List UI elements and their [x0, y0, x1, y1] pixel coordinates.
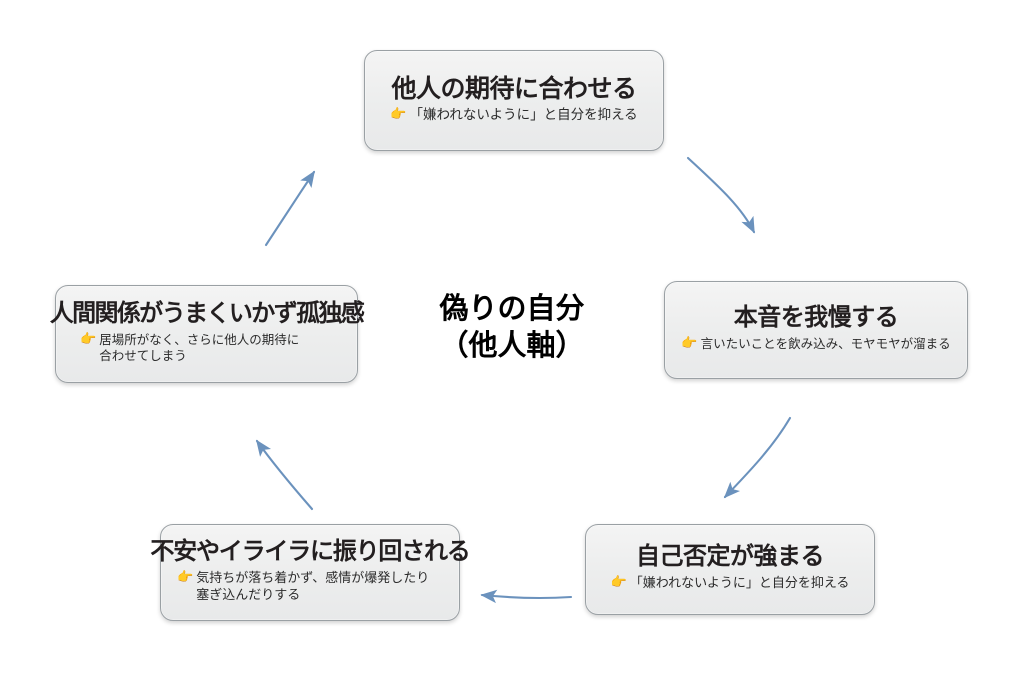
pointing-hand-icon: 👉: [610, 575, 627, 591]
pointing-hand-icon: 👉: [390, 106, 407, 122]
node-left-subtitle: 👉 居場所がなく、さらに他人の期待に 合わせてしまう: [80, 332, 299, 365]
node-bottom-left-subtitle-text: 気持ちが落ち着かず、感情が爆発したり 塞ぎ込んだりする: [196, 570, 430, 603]
node-bottom-left-subtitle: 👉 気持ちが落ち着かず、感情が爆発したり 塞ぎ込んだりする: [177, 570, 429, 604]
node-right-subtitle-text: 言いたいことを飲み込み、モヤモヤが溜まる: [700, 336, 951, 351]
node-right-title: 本音を我慢する: [733, 303, 899, 332]
node-top[interactable]: 他人の期待に合わせる 👉 「嫌われないように」と自分を抑える: [364, 50, 664, 151]
pointing-hand-icon: 👉: [681, 336, 698, 351]
node-bottom-right-subtitle-text: 「嫌われないように」と自分を抑える: [629, 576, 850, 592]
arrow-top-to-right: [686, 156, 756, 234]
node-right-subtitle: 👉 言いたいことを飲み込み、モヤモヤが溜まる: [681, 336, 950, 353]
node-right[interactable]: 本音を我慢する 👉 言いたいことを飲み込み、モヤモヤが溜まる: [664, 281, 968, 379]
node-left-subtitle-text: 居場所がなく、さらに他人の期待に 合わせてしまう: [99, 331, 300, 364]
node-left-title: 人間関係がうまくいかず孤独感: [49, 299, 365, 328]
center-label: 偽りの自分 （他人軸）: [382, 290, 642, 363]
arrow-bottom-right-to-bottom-left: [480, 589, 573, 604]
node-bottom-right-subtitle: 👉 「嫌われないように」と自分を抑える: [611, 575, 850, 592]
arrow-bottom-left-to-left: [255, 439, 314, 511]
node-left[interactable]: 人間関係がうまくいかず孤独感 👉 居場所がなく、さらに他人の期待に 合わせてしま…: [50, 285, 365, 383]
arrow-right-to-bottom-right: [723, 416, 792, 499]
node-bottom-left[interactable]: 不安やイライラに振り回される 👉 気持ちが落ち着かず、感情が爆発したり 塞ぎ込ん…: [150, 524, 471, 621]
node-top-subtitle-text: 「嫌われないように」と自分を抑える: [409, 106, 638, 123]
node-bottom-left-title: 不安やイライラに振り回される: [150, 536, 470, 565]
node-bottom-right-title: 自己否定が強まる: [636, 542, 825, 571]
pointing-hand-icon: 👉: [177, 569, 194, 585]
node-top-title: 他人の期待に合わせる: [391, 73, 637, 103]
arrow-left-to-top: [264, 170, 316, 247]
center-label-line-1: 偽りの自分: [439, 291, 585, 325]
node-bottom-right[interactable]: 自己否定が強まる 👉 「嫌われないように」と自分を抑える: [585, 524, 875, 615]
center-label-line-2: （他人軸）: [439, 327, 585, 362]
pointing-hand-icon: 👉: [80, 331, 97, 347]
node-top-subtitle: 👉 「嫌われないように」と自分を抑える: [390, 107, 637, 125]
